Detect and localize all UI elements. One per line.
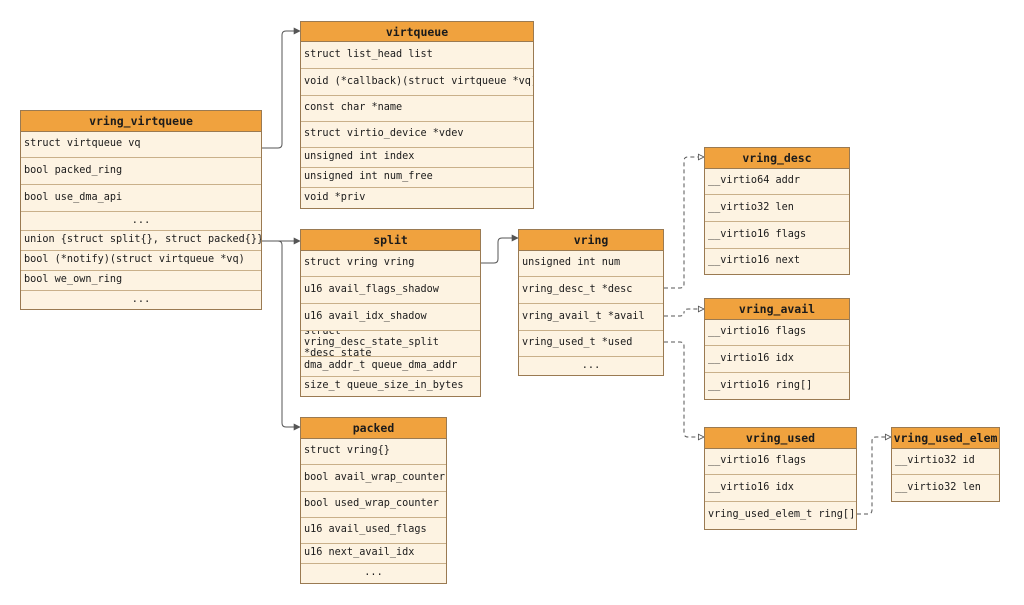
field-avail-used-flags: u16 avail_used_flags — [301, 518, 446, 544]
field-avail-idx-shadow: u16 avail_idx_shadow — [301, 304, 480, 331]
struct-vring-used-elem: vring_used_elem __virtio32 id __virtio32… — [891, 427, 1000, 502]
split-title: split — [301, 230, 480, 251]
struct-vring-avail: vring_avail __virtio16 flags __virtio16 … — [704, 298, 850, 400]
field-avail-flags-shadow: u16 avail_flags_shadow — [301, 277, 480, 304]
field-list: struct list_head list — [301, 42, 533, 69]
field-use-dma-api: bool use_dma_api — [21, 185, 261, 212]
struct-vring-virtqueue: vring_virtqueue struct virtqueue vq bool… — [20, 110, 262, 310]
struct-vring: vring unsigned int num vring_desc_t *des… — [518, 229, 664, 376]
vring-used-title: vring_used — [705, 428, 856, 449]
field-ring: vring_used_elem_t ring[] — [708, 509, 856, 521]
field-vring: struct vring{} — [301, 439, 446, 465]
field-priv: void *priv — [304, 191, 366, 203]
field-union: union {struct split{}, struct packed{}} — [21, 231, 261, 251]
field-idx: __virtio16 idx — [705, 346, 849, 373]
field-flags: __virtio16 flags — [705, 320, 849, 346]
packed-title: packed — [301, 418, 446, 439]
field-addr: __virtio64 addr — [705, 169, 849, 195]
field-len: __virtio32 len — [705, 195, 849, 222]
field-ellipsis: ... — [364, 567, 383, 579]
field-used: vring_used_t *used — [519, 331, 663, 357]
struct-vring-used: vring_used __virtio16 flags __virtio16 i… — [704, 427, 857, 530]
vring-title: vring — [519, 230, 663, 251]
connector-vq-to-virtqueue — [262, 27, 301, 149]
field-ring: __virtio16 ring[] — [708, 379, 813, 391]
virtqueue-title: virtqueue — [301, 22, 533, 42]
field-index: unsigned int index — [301, 148, 533, 168]
connector-avail-to-vring-avail — [664, 309, 704, 317]
connector-ring-to-used-elem — [857, 437, 891, 515]
field-flags: __virtio16 flags — [705, 222, 849, 249]
field-queue-size-in-bytes: size_t queue_size_in_bytes — [304, 380, 464, 392]
struct-vring-desc: vring_desc __virtio64 addr __virtio32 le… — [704, 147, 850, 275]
vring-desc-title: vring_desc — [705, 148, 849, 169]
field-id: __virtio32 id — [892, 449, 999, 475]
field-callback: void (*callback)(struct virtqueue *vq) — [301, 69, 533, 96]
field-packed-ring: bool packed_ring — [21, 158, 261, 185]
field-vdev: struct virtio_device *vdev — [301, 122, 533, 148]
connector-used-to-vring-used — [664, 341, 704, 437]
field-notify: bool (*notify)(struct virtqueue *vq) — [21, 251, 261, 271]
field-desc-state: struct vring_desc_state_split *desc_stat… — [301, 331, 480, 357]
connector-split-vring-to-vring — [481, 234, 519, 264]
connector-union-to-packed — [277, 240, 301, 431]
field-num-free: unsigned int num_free — [301, 168, 533, 188]
field-queue-dma-addr: dma_addr_t queue_dma_addr — [301, 357, 480, 377]
vring-used-elem-title: vring_used_elem — [892, 428, 999, 449]
field-ellipsis: ... — [581, 359, 601, 371]
field-ellipsis: ... — [131, 293, 151, 305]
struct-virtqueue: virtqueue struct list_head list void (*c… — [300, 21, 534, 209]
connector-desc-to-vring-desc — [664, 157, 704, 289]
field-next: __virtio16 next — [708, 255, 801, 267]
field-next-avail-idx: u16 next_avail_idx — [301, 544, 446, 564]
struct-split: split struct vring vring u16 avail_flags… — [300, 229, 481, 397]
field-avail: vring_avail_t *avail — [519, 304, 663, 331]
field-desc: vring_desc_t *desc — [519, 277, 663, 304]
field-ellipsis: ... — [21, 212, 261, 231]
field-name: const char *name — [301, 96, 533, 122]
field-we-own-ring: bool we_own_ring — [21, 271, 261, 291]
field-vq: struct virtqueue vq — [21, 132, 261, 158]
vring-virtqueue-title: vring_virtqueue — [21, 111, 261, 132]
field-used-wrap-counter: bool used_wrap_counter — [301, 492, 446, 518]
field-num: unsigned int num — [519, 251, 663, 277]
field-avail-wrap-counter: bool avail_wrap_counter — [301, 465, 446, 492]
field-idx: __virtio16 idx — [705, 475, 856, 502]
struct-packed: packed struct vring{} bool avail_wrap_co… — [300, 417, 447, 584]
field-len: __virtio32 len — [895, 481, 981, 493]
vring-avail-title: vring_avail — [705, 299, 849, 320]
field-vring: struct vring vring — [301, 251, 480, 277]
field-flags: __virtio16 flags — [705, 449, 856, 475]
